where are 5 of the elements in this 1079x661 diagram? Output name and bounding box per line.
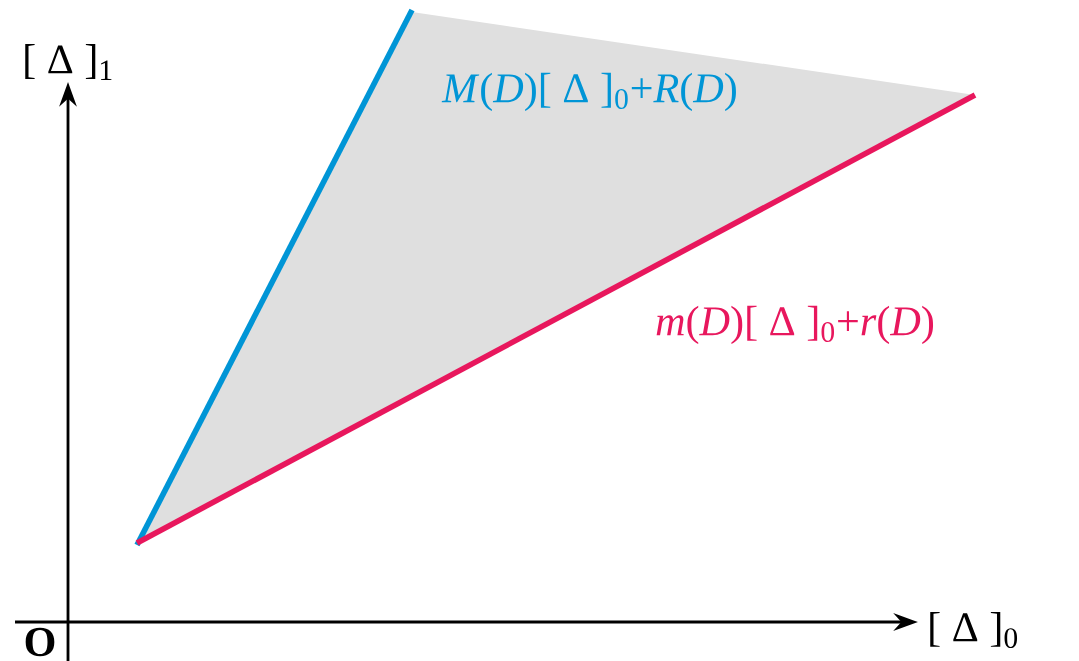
axis-label: [ Δ ]$_{1}$ [25, 44, 112, 80]
line-label: m(D)[ Δ ]$_{0}$+r(D) [656, 305, 934, 345]
line-label: M(D)[ Δ ]$_{0}$+R(D) [441, 72, 736, 112]
origin-label: O [25, 627, 55, 657]
axis-label: [ Δ ]$_{0}$ [930, 611, 1018, 649]
